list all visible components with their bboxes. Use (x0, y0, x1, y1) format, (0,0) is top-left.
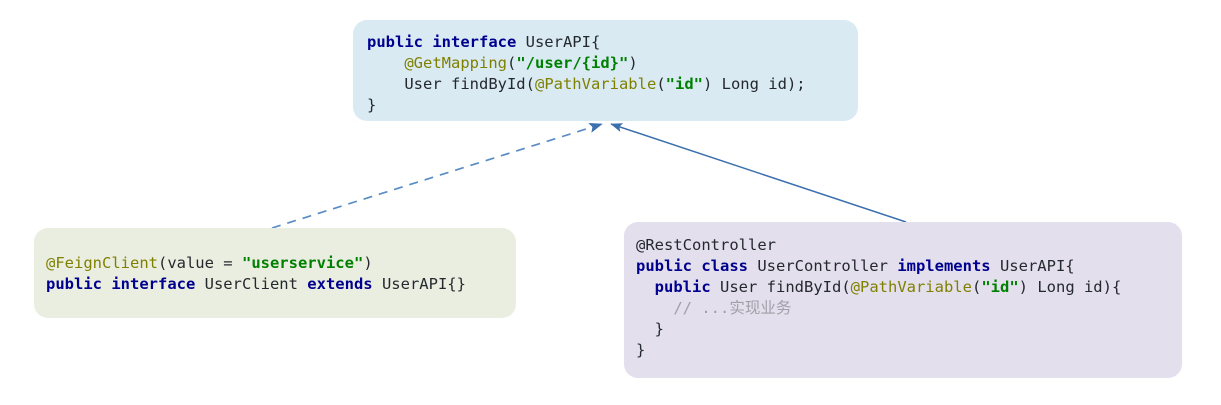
code-box-usercontroller: @RestController public class UserControll… (624, 222, 1182, 378)
edge-usercontroller-to-userapi (610, 123, 907, 223)
code-line: public interface UserClient extends User… (46, 274, 516, 295)
code-token: UserAPI{ (525, 33, 601, 51)
code-token: ) (628, 54, 638, 72)
code-token: extends (307, 275, 382, 293)
code-line: public User findById(@PathVariable("id")… (636, 277, 1182, 298)
code-token (636, 278, 655, 296)
code-line: @FeignClient(value = "userservice") (46, 253, 516, 274)
code-token: "id" (665, 75, 703, 93)
code-token: } (367, 96, 377, 114)
code-token: "id" (981, 278, 1019, 296)
code-line: } (367, 95, 858, 116)
code-token: // ...实现业务 (673, 299, 792, 317)
code-token: @RestController (636, 236, 776, 254)
code-token: } (636, 320, 664, 338)
code-token: UserAPI{} (381, 275, 466, 293)
code-token: User findById( (720, 278, 851, 296)
code-line: User findById(@PathVariable("id") Long i… (367, 74, 858, 95)
code-box-userapi: public interface UserAPI{ @GetMapping("/… (353, 20, 858, 121)
code-line: public class UserController implements U… (636, 256, 1182, 277)
code-line: public interface UserAPI{ (367, 32, 858, 53)
code-token: public interface (367, 33, 526, 51)
code-token: @PathVariable (534, 75, 657, 93)
code-token: ( (506, 54, 517, 72)
code-token: UserClient (204, 275, 308, 293)
code-token: public (654, 278, 720, 296)
code-token: @GetMapping (404, 54, 507, 72)
code-token: @FeignClient (46, 254, 158, 272)
code-token: ) Long id){ (1018, 278, 1122, 296)
code-token (636, 299, 673, 317)
code-line: @GetMapping("/user/{id}") (367, 53, 858, 74)
code-token: implements (897, 257, 1000, 275)
code-token: public class (636, 257, 758, 275)
code-token: ) (363, 254, 373, 272)
code-token: UserAPI{ (999, 257, 1075, 275)
code-token (367, 54, 404, 72)
code-token: public interface (46, 275, 205, 293)
code-token: } (636, 341, 646, 359)
code-line: } (636, 319, 1182, 340)
code-token: "userservice" (241, 254, 364, 272)
code-line: } (636, 340, 1182, 361)
code-line: // ...实现业务 (636, 298, 1182, 319)
code-token: ( (656, 75, 666, 93)
code-token: (value = (157, 254, 242, 272)
edge-userclient-to-userapi (271, 122, 603, 229)
code-token: "/user/{id}" (516, 54, 629, 72)
code-box-userclient: @FeignClient(value = "userservice")publi… (34, 228, 516, 318)
code-token: User findById( (367, 75, 535, 93)
code-token: UserController (757, 257, 898, 275)
code-token: ) Long id); (702, 75, 806, 93)
code-line: @RestController (636, 235, 1182, 256)
code-token: ( (971, 278, 982, 296)
code-token: @PathVariable (850, 278, 972, 296)
